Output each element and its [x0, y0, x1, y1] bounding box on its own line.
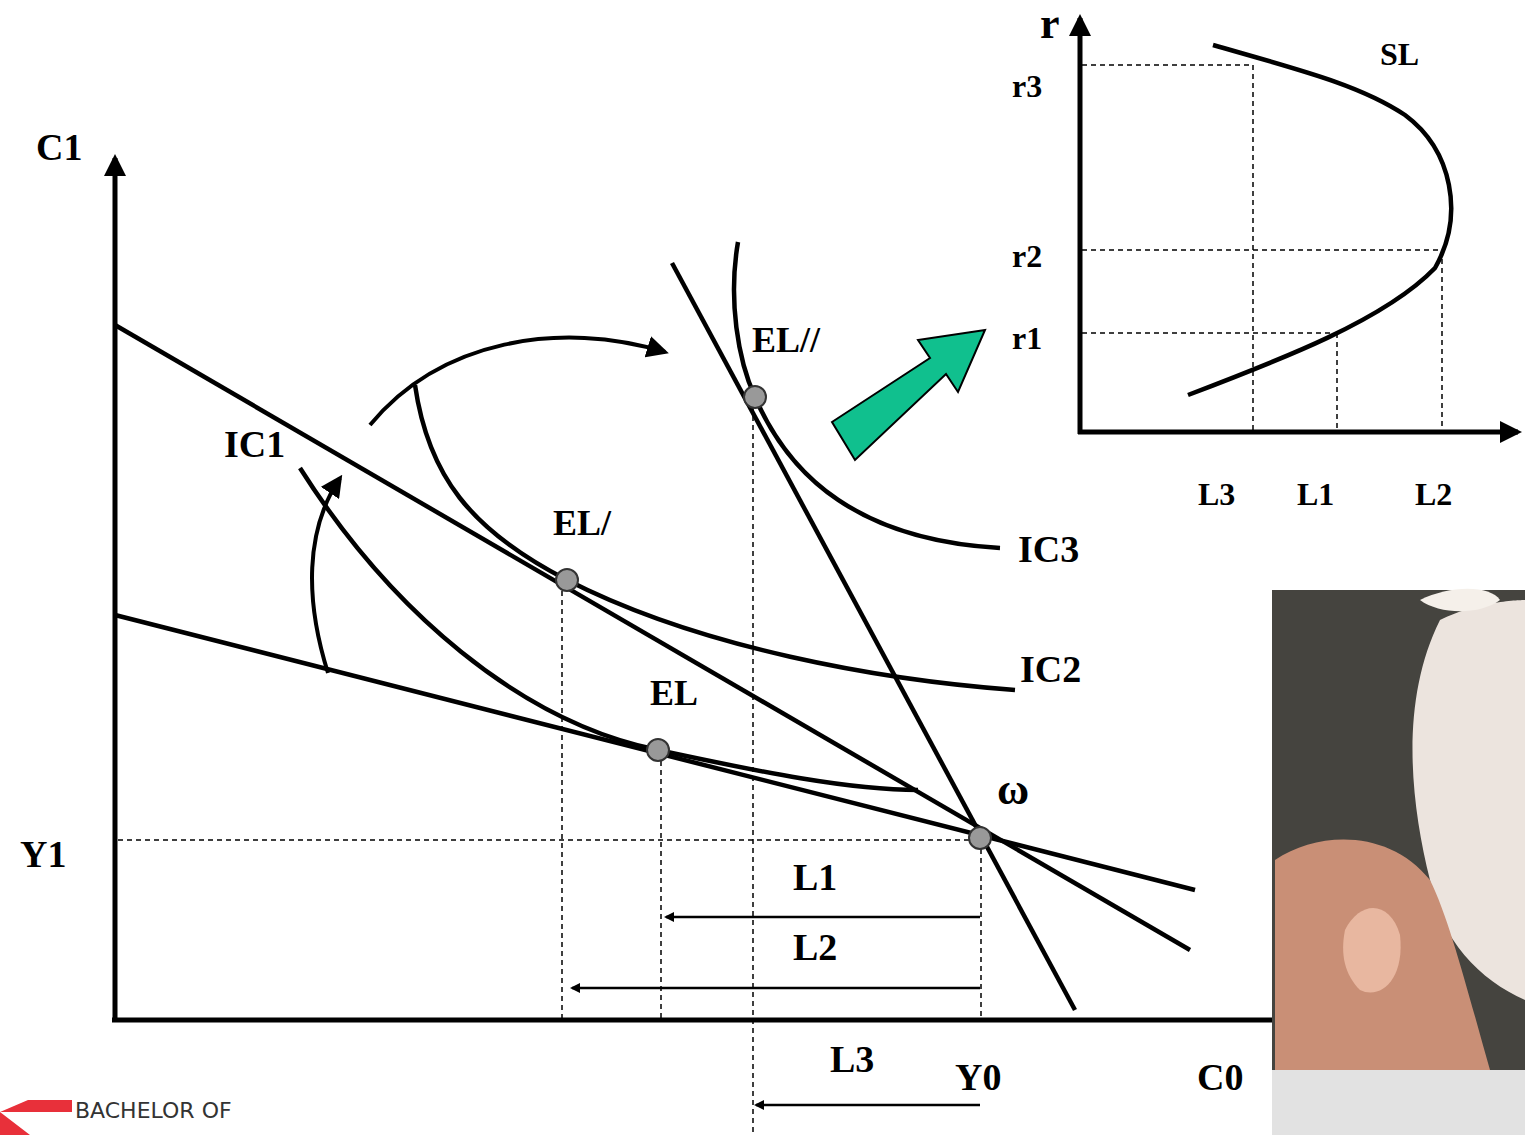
axis-label: L1	[1297, 478, 1334, 510]
axis-label: L1	[793, 858, 837, 896]
shift-arrow	[370, 338, 665, 425]
axis-label: L3	[830, 1040, 874, 1078]
axis-label: EL	[650, 675, 698, 711]
l-axis	[1078, 430, 1518, 435]
equilibrium-points	[556, 386, 991, 849]
green-arrow	[832, 330, 985, 460]
axis-label: SL	[1380, 38, 1419, 70]
axis-label: C1	[36, 128, 82, 166]
axis-label: L3	[1198, 478, 1235, 510]
axis-label: C0	[1197, 1058, 1243, 1096]
c1-axis	[113, 158, 118, 1020]
indifference-curves	[300, 242, 1015, 790]
axis-label: EL/	[553, 505, 611, 541]
piggy-bank-photo	[1272, 589, 1525, 1135]
shift-arrow	[312, 478, 340, 673]
budget-lines	[115, 263, 1195, 1010]
logo-text: BACHELOR OF	[75, 1100, 232, 1122]
c0-axis	[112, 1018, 1272, 1023]
axis-label: r3	[1012, 70, 1042, 102]
axis-label: r2	[1012, 240, 1042, 272]
axis-label: Y0	[955, 1058, 1001, 1096]
supply-curve	[1188, 45, 1451, 395]
axis-label: Y1	[20, 835, 66, 873]
axis-label: L2	[1415, 478, 1452, 510]
axis-label: IC1	[224, 425, 285, 463]
logo-mark	[0, 1100, 72, 1135]
axis-label: L2	[793, 928, 837, 966]
axis-label: EL//	[752, 322, 820, 358]
inset-guides	[1082, 65, 1442, 432]
axis-label: r	[1040, 2, 1060, 46]
r-axis	[1078, 18, 1083, 434]
axis-label: IC3	[1018, 530, 1079, 568]
axis-label: IC2	[1020, 650, 1081, 688]
axis-label: r1	[1012, 322, 1042, 354]
axis-label: ω	[997, 768, 1029, 812]
loan-arrows	[572, 917, 980, 1105]
